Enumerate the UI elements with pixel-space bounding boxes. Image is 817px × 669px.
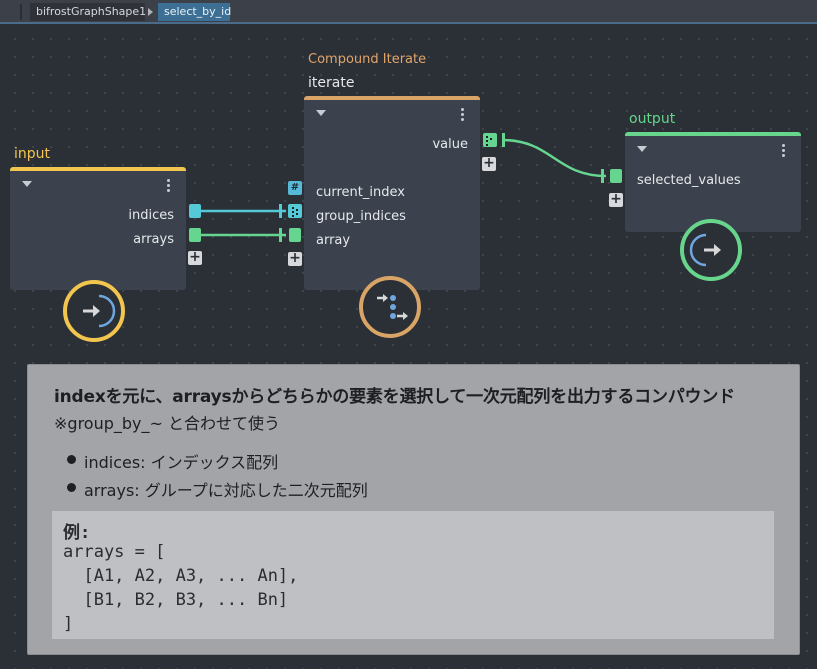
collapse-triangle-icon[interactable] bbox=[637, 146, 647, 152]
wire-end-bar bbox=[279, 228, 282, 242]
wire-value[interactable] bbox=[501, 138, 607, 178]
add-port-plus-icon[interactable]: + bbox=[288, 250, 302, 266]
kebab-menu-icon[interactable] bbox=[461, 108, 465, 123]
iterate-icon bbox=[377, 294, 408, 320]
wire-end-bar bbox=[502, 133, 505, 147]
iterate-node-title: iterate bbox=[308, 75, 355, 91]
port-label-selected-values: selected_values bbox=[637, 173, 741, 188]
input-port-current-index[interactable]: # bbox=[288, 181, 302, 195]
comment-bullet-indices: indices: インデックス配列 bbox=[66, 449, 279, 473]
code-line: arrays = [ bbox=[63, 542, 166, 562]
output-arrow-icon bbox=[689, 233, 721, 267]
kebab-menu-icon[interactable] bbox=[167, 179, 171, 194]
port-label-group-indices: group_indices bbox=[316, 209, 406, 224]
kebab-menu-icon[interactable] bbox=[782, 144, 786, 159]
output-node-title: output bbox=[629, 111, 676, 127]
input-node-title: input bbox=[14, 146, 51, 162]
port-label-indices: indices bbox=[128, 208, 174, 223]
breadcrumb-bar: bifrostGraphShape1 select_by_id bbox=[0, 0, 817, 24]
port-label-arrays: arrays bbox=[133, 232, 174, 247]
input-port-selected-values[interactable] bbox=[610, 169, 622, 183]
output-port-value[interactable] bbox=[483, 133, 497, 147]
port-label-current-index: current_index bbox=[316, 185, 405, 200]
add-port-plus-icon[interactable]: + bbox=[188, 249, 202, 265]
code-line: 例: bbox=[63, 523, 91, 543]
code-line: [A1, A2, A3, ... An], bbox=[63, 566, 299, 586]
input-node-circle[interactable] bbox=[63, 280, 125, 342]
breadcrumb-item-graph[interactable]: bifrostGraphShape1 bbox=[30, 3, 146, 21]
breadcrumb-grip bbox=[20, 4, 22, 20]
input-arrow-icon bbox=[83, 294, 116, 328]
iterate-node[interactable]: value current_index group_indices array bbox=[304, 96, 480, 290]
collapse-triangle-icon[interactable] bbox=[22, 181, 32, 187]
wire-end-bar bbox=[279, 204, 282, 218]
port-label-value: value bbox=[432, 137, 468, 152]
comment-subtitle: ※group_by_~ と合わせて使う bbox=[54, 414, 280, 433]
code-line: [B1, B2, B3, ... Bn] bbox=[63, 590, 289, 610]
add-port-plus-icon[interactable]: + bbox=[609, 191, 623, 207]
input-node[interactable]: indices arrays bbox=[10, 167, 186, 290]
comment-bullet-text: indices: インデックス配列 bbox=[84, 453, 279, 472]
comment-bullet-text: arrays: グループに対応した二次元配列 bbox=[84, 481, 368, 500]
port-label-array: array bbox=[316, 233, 351, 248]
breadcrumb-item-compound[interactable]: select_by_id bbox=[158, 3, 231, 21]
iterate-node-circle[interactable] bbox=[359, 276, 421, 338]
iterate-node-subtitle: Compound Iterate bbox=[308, 52, 427, 67]
output-port-arrays[interactable] bbox=[189, 228, 201, 242]
collapse-triangle-icon[interactable] bbox=[316, 110, 326, 116]
input-port-group-indices[interactable] bbox=[288, 204, 302, 218]
wire-end-bar bbox=[601, 169, 604, 183]
output-node[interactable]: selected_values bbox=[625, 132, 801, 232]
output-port-indices[interactable] bbox=[189, 204, 201, 218]
breadcrumb-arrow-icon bbox=[148, 8, 153, 16]
comment-title: indexを元に、arraysからどちらかの要素を選択して一次元配列を出力するコ… bbox=[54, 387, 735, 407]
code-line: ] bbox=[63, 614, 74, 634]
add-port-plus-icon[interactable]: + bbox=[482, 155, 496, 171]
output-node-circle[interactable] bbox=[680, 219, 742, 281]
code-block: 例: arrays = [ [A1, A2, A3, ... An], [B1,… bbox=[52, 511, 774, 639]
comment-note[interactable]: indexを元に、arraysからどちらかの要素を選択して一次元配列を出力するコ… bbox=[27, 364, 800, 655]
input-port-array[interactable] bbox=[289, 228, 301, 242]
comment-bullet-arrays: arrays: グループに対応した二次元配列 bbox=[67, 477, 368, 501]
